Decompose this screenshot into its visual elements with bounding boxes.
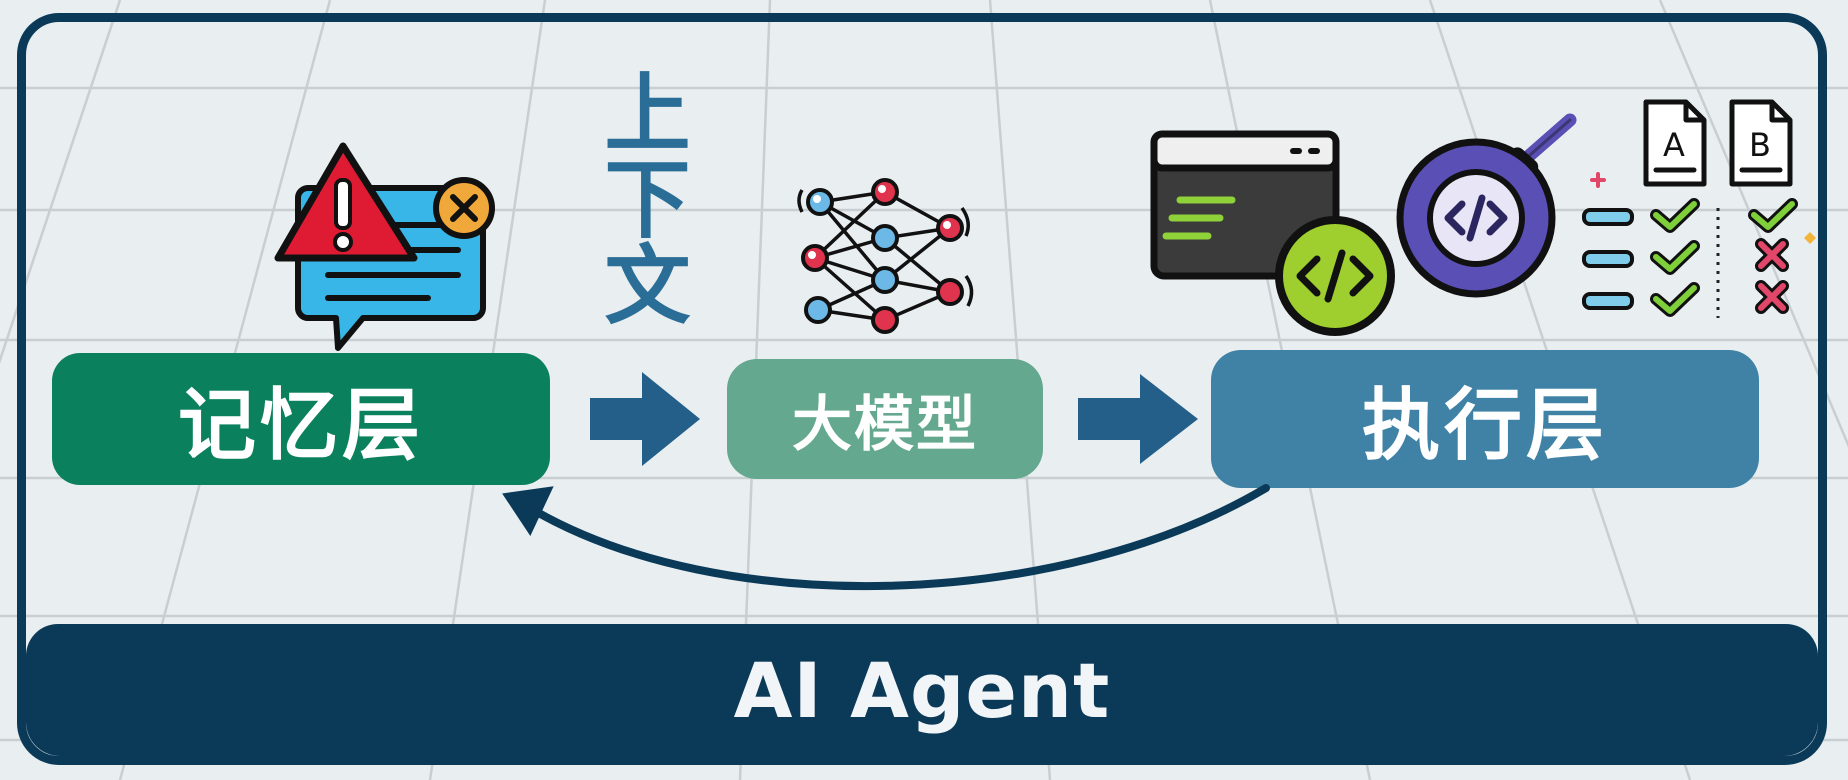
document-icon: B — [1729, 99, 1793, 187]
memory-layer-box: 记忆层 — [52, 353, 550, 485]
document-icon: A — [1643, 99, 1707, 187]
document-a-label: A — [1663, 126, 1685, 164]
neural-network-icon — [797, 178, 974, 334]
document-b-label: B — [1749, 126, 1771, 164]
code-gear-icon — [1396, 113, 1577, 298]
arrow-llm-to-execution — [1078, 374, 1198, 464]
context-label: 上下文 — [589, 68, 689, 326]
checklist-icon — [1582, 172, 1816, 318]
warning-icon — [274, 142, 418, 262]
arrow-memory-to-llm — [590, 372, 700, 466]
agent-frame — [17, 13, 1827, 765]
close-icon — [433, 177, 495, 239]
footer-title: AI Agent — [733, 645, 1111, 735]
footer-bar: AI Agent — [26, 624, 1818, 756]
llm-box: 大模型 — [727, 359, 1043, 479]
code-icon — [1275, 216, 1395, 336]
feedback-arrow — [526, 484, 1270, 591]
feedback-arrow-head — [502, 486, 554, 536]
execution-layer-box: 执行层 — [1211, 350, 1759, 488]
